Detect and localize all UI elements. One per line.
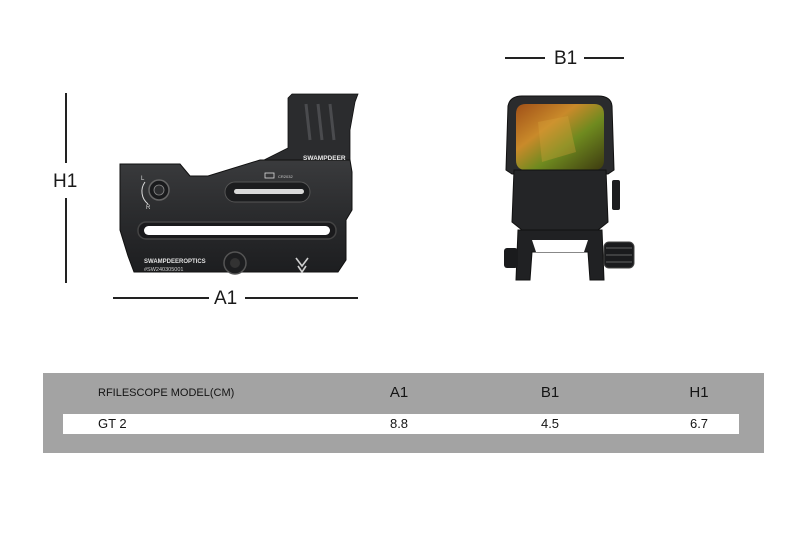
svg-text:R: R xyxy=(146,205,151,211)
height-dimension-label: H1 xyxy=(53,171,78,192)
depth-dimension-label: B1 xyxy=(554,48,578,69)
width-dimension-line-right xyxy=(245,297,358,299)
width-dimension-line-left xyxy=(113,297,209,299)
spec-table-header: RFILESCOPE MODEL(CM) A1 B1 H1 xyxy=(43,373,764,413)
row-h1: 6.7 xyxy=(689,416,709,431)
header-a1: A1 xyxy=(389,384,409,401)
svg-text:L: L xyxy=(141,176,145,182)
mount-base xyxy=(515,229,605,281)
deer-logo-icon xyxy=(295,257,309,274)
height-dimension-line-bottom xyxy=(65,198,67,283)
height-dimension-line-top xyxy=(65,93,67,163)
depth-dimension-line-right xyxy=(584,57,624,59)
lens xyxy=(516,104,604,170)
depth-dimension-line-left xyxy=(505,57,545,59)
spec-table: RFILESCOPE MODEL(CM) A1 B1 H1 xyxy=(43,373,764,453)
header-model: RFILESCOPE MODEL(CM) xyxy=(98,387,235,399)
row-model: GT 2 xyxy=(98,416,127,431)
rail-marking: CR2032 xyxy=(278,174,293,179)
sight-front-view xyxy=(504,95,635,281)
sight-side-view: CR2032 L R SWAMPDEER SWAMPDEEROPTICS #SW… xyxy=(119,93,359,275)
brand-marking: SWAMPDEER xyxy=(303,155,346,162)
side-marking-line2: #SW240305001 xyxy=(144,267,183,273)
header-h1: H1 xyxy=(689,384,709,401)
side-marking-line1: SWAMPDEEROPTICS xyxy=(144,259,206,265)
header-b1: B1 xyxy=(540,384,560,401)
width-dimension-label: A1 xyxy=(214,288,238,309)
row-a1: 8.8 xyxy=(389,416,409,431)
row-b1: 4.5 xyxy=(540,416,560,431)
table-row: GT 2 8.8 4.5 6.7 xyxy=(63,414,739,434)
